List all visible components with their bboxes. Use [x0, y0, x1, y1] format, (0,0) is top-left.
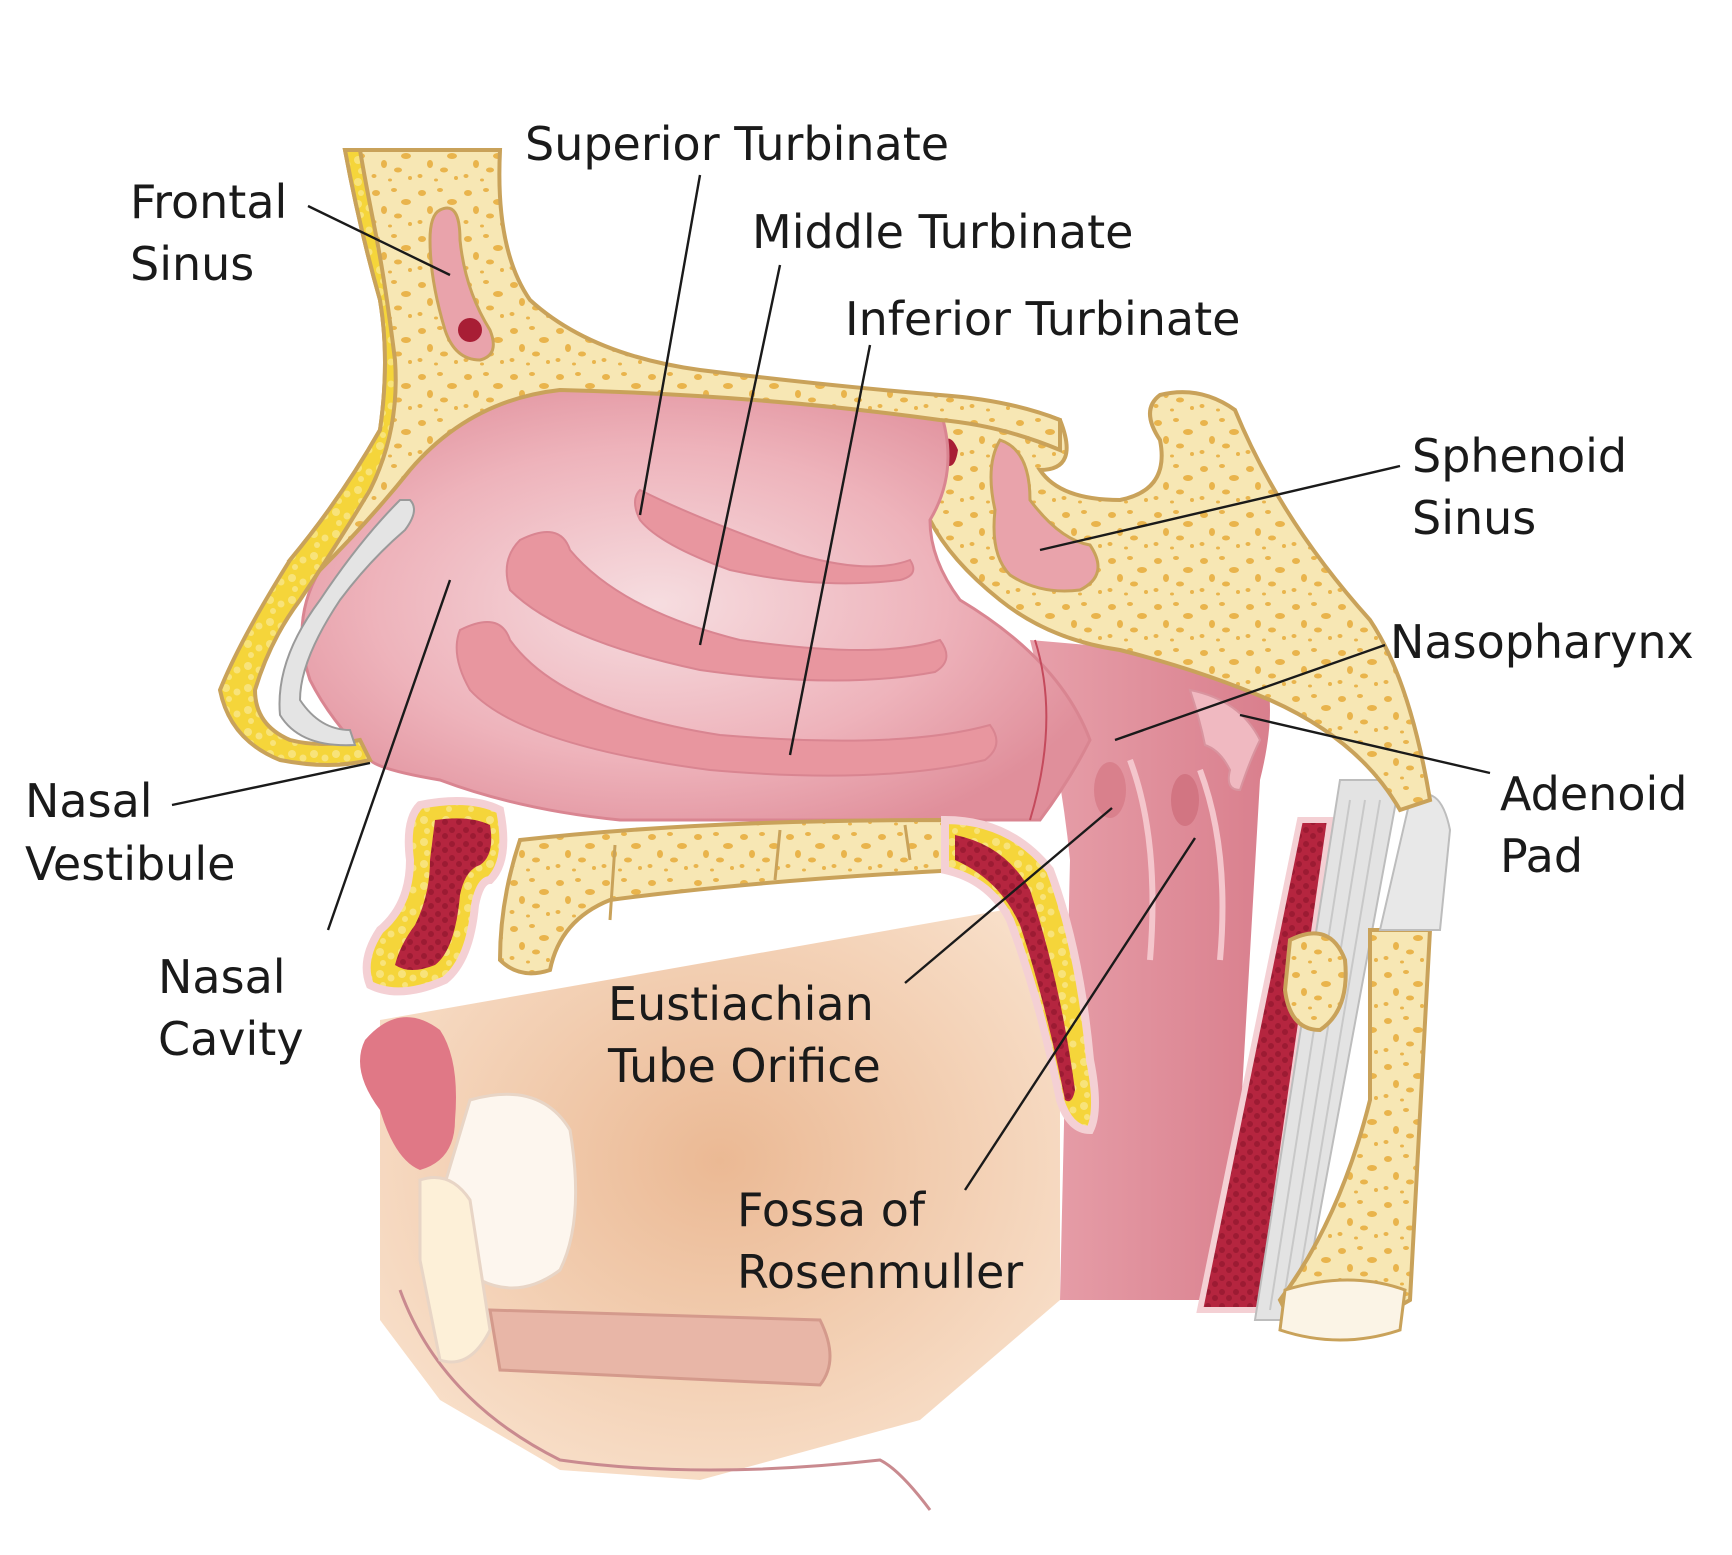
- lower-tooth: [418, 1176, 492, 1364]
- leader-middle-turbinate: [698, 264, 782, 646]
- nasopharynx-fold: [1127, 758, 1226, 961]
- adenoid-pad-tissue: [1188, 688, 1262, 792]
- tongue: [488, 1308, 832, 1387]
- label-nasopharynx: Nasopharynx: [1390, 615, 1694, 669]
- ligament-fibers: [1269, 799, 1381, 1311]
- skull-base-bone: [897, 390, 1433, 813]
- posterior-choana-line: [1029, 639, 1048, 821]
- leader-adenoid-pad: [1239, 713, 1491, 775]
- vertebra-disc: [1278, 1278, 1407, 1342]
- leader-superior-turbinate: [638, 174, 702, 516]
- alar-cartilage: [278, 499, 415, 747]
- sphenoid-sinus-cavity: [989, 438, 1100, 593]
- hard-palate: [497, 817, 1013, 976]
- palate-sutures: [608, 824, 912, 921]
- orbicularis-oris-muscle: [395, 818, 492, 970]
- chin-contour: [398, 1289, 932, 1511]
- leader-nasal-cavity: [326, 579, 452, 931]
- inferior-turbinate-shape: [455, 621, 998, 777]
- label-eustachian-tube-orifice: Eustiachian Tube Orifice: [607, 977, 888, 1093]
- label-frontal-sinus: Frontal Sinus: [130, 175, 302, 291]
- frontal-sinus-opening: [458, 318, 482, 342]
- superior-turbinate-shape: [634, 488, 915, 585]
- eustachian-orifice-shape: [1094, 762, 1126, 818]
- label-superior-turbinate: Superior Turbinate: [525, 117, 949, 171]
- leader-fossa-of-rosenmuller: [963, 837, 1197, 1191]
- label-adenoid-pad: Adenoid Pad: [1500, 767, 1702, 883]
- upper-lip: [360, 1017, 456, 1170]
- label-sphenoid-sinus: Sphenoid Sinus: [1412, 429, 1642, 545]
- middle-turbinate-shape: [505, 531, 948, 682]
- label-inferior-turbinate: Inferior Turbinate: [845, 292, 1240, 346]
- leader-nasopharynx: [1114, 643, 1386, 742]
- soft-palate-muscle: [955, 835, 1075, 1102]
- leader-nasal-vestibule: [171, 761, 371, 807]
- label-nasal-cavity: Nasal Cavity: [158, 950, 304, 1066]
- leader-sphenoid-sinus: [1039, 464, 1401, 552]
- leader-frontal-sinus: [307, 204, 451, 277]
- label-fossa-of-rosenmuller: Fossa of Rosenmuller: [737, 1183, 1023, 1299]
- label-middle-turbinate: Middle Turbinate: [752, 205, 1133, 259]
- label-nasal-vestibule: Nasal Vestibule: [25, 774, 235, 891]
- labels-layer: Frontal Sinus Superior Turbinate Middle …: [25, 117, 1702, 1299]
- fossa-rosenmuller-shape: [1171, 774, 1199, 826]
- leader-inferior-turbinate: [788, 344, 872, 756]
- leader-eustachian-tube-orifice: [904, 807, 1113, 984]
